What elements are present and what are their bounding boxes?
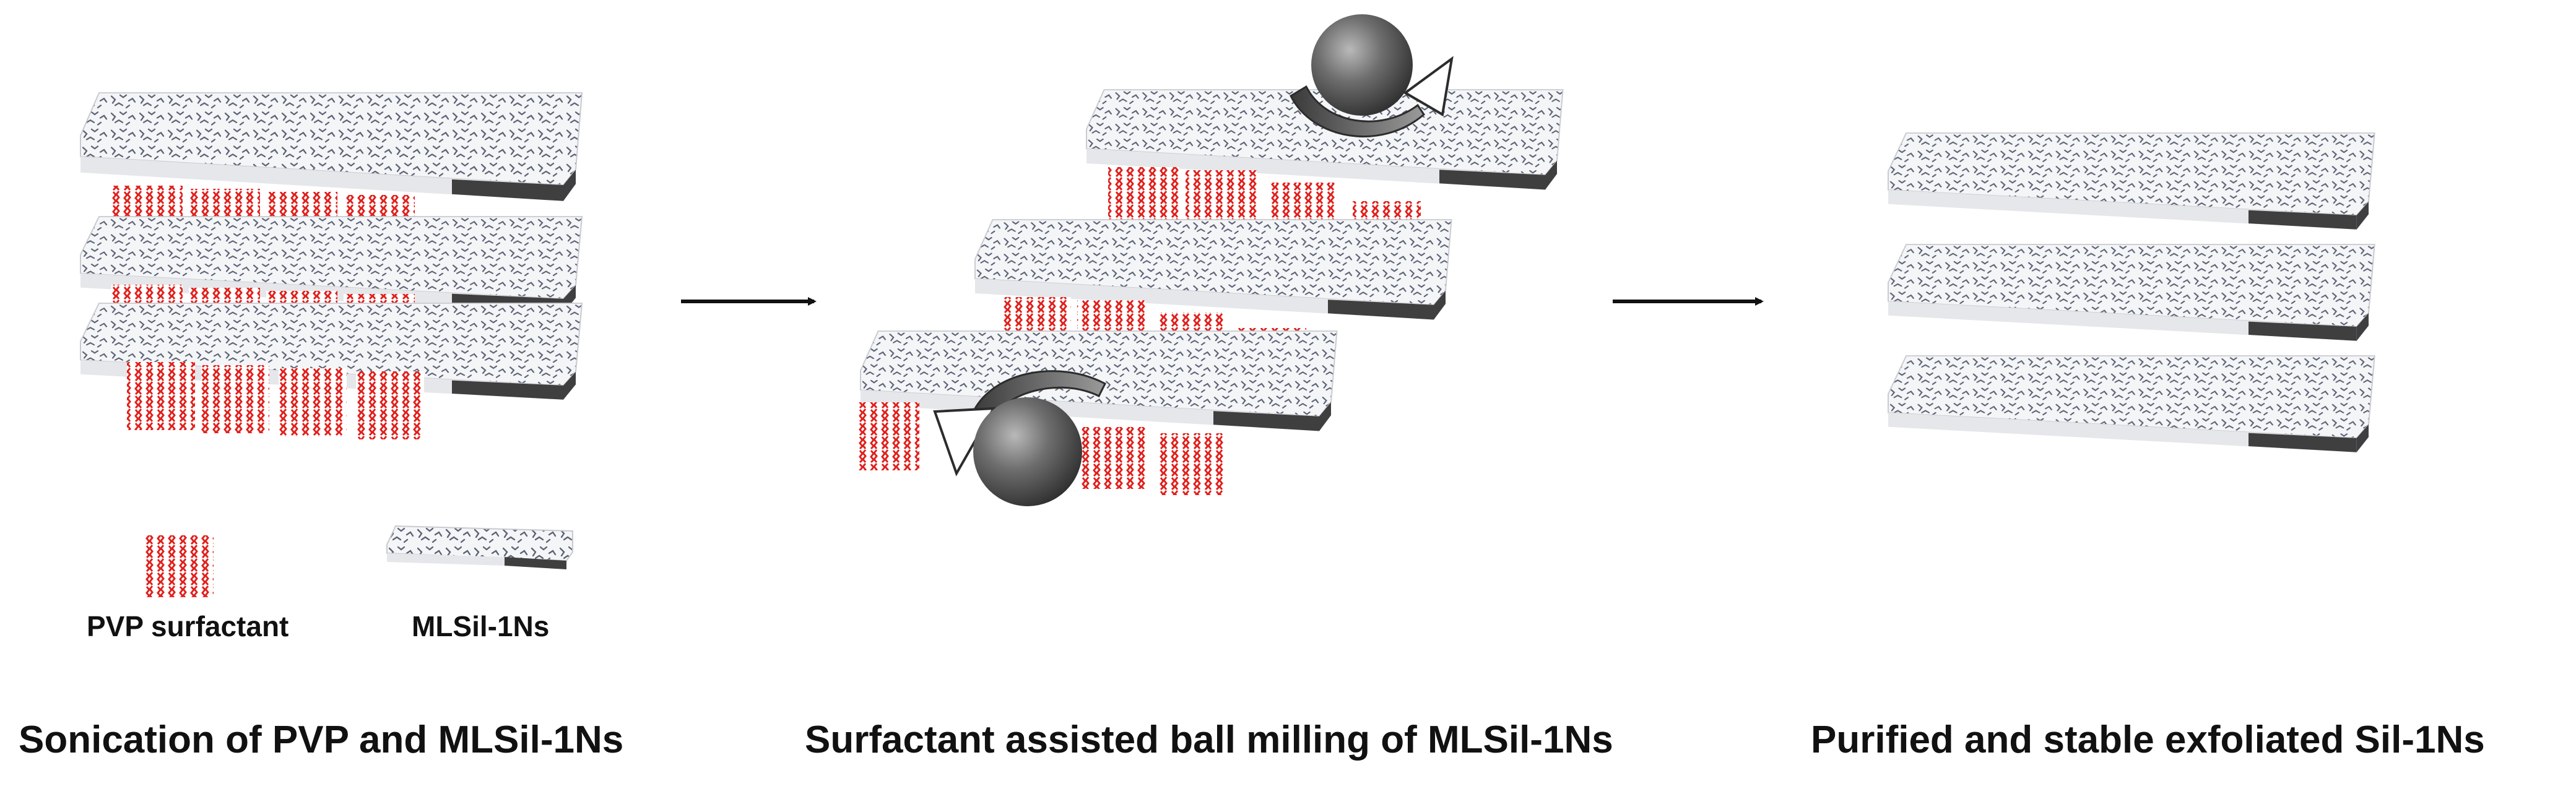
stage1-stack bbox=[80, 92, 583, 439]
caption-step1: Sonication of PVP and MLSil-1Ns bbox=[19, 718, 624, 761]
pvp-block bbox=[127, 362, 195, 430]
caption-step2: Surfactant assisted ball milling of MLSi… bbox=[805, 718, 1613, 761]
stage1-sheet-top bbox=[80, 92, 583, 202]
caption-step3: Purified and stable exfoliated Sil-1Ns bbox=[1811, 718, 2485, 761]
pvp-block bbox=[1080, 427, 1148, 489]
stage3-sheet-middle bbox=[1888, 244, 2375, 342]
pvp-block bbox=[356, 371, 424, 439]
stage3-stack bbox=[1888, 132, 2375, 453]
stage2-stack bbox=[857, 14, 1564, 506]
stage1-pvp-row-3 bbox=[127, 362, 424, 439]
legend-sheet-icon bbox=[386, 525, 573, 570]
pvp-block bbox=[201, 365, 269, 433]
stage3-sheet-bottom bbox=[1888, 355, 2375, 453]
milling-ball-bottom bbox=[933, 370, 1106, 506]
legend-pvp-label: PVP surfactant bbox=[87, 610, 289, 642]
stage2-pvp-row-3 bbox=[857, 402, 1226, 495]
pvp-block bbox=[857, 402, 919, 470]
pvp-block bbox=[279, 368, 347, 436]
milling-ball-top bbox=[1290, 14, 1454, 138]
legend-sheet-label: MLSil-1Ns bbox=[412, 610, 550, 642]
stage3-sheet-top bbox=[1888, 132, 2375, 230]
pvp-block bbox=[1158, 433, 1226, 495]
rotation-arrow-icon bbox=[1290, 85, 1425, 138]
pvp-block bbox=[1108, 167, 1179, 229]
legend-pvp-icon bbox=[145, 535, 214, 597]
